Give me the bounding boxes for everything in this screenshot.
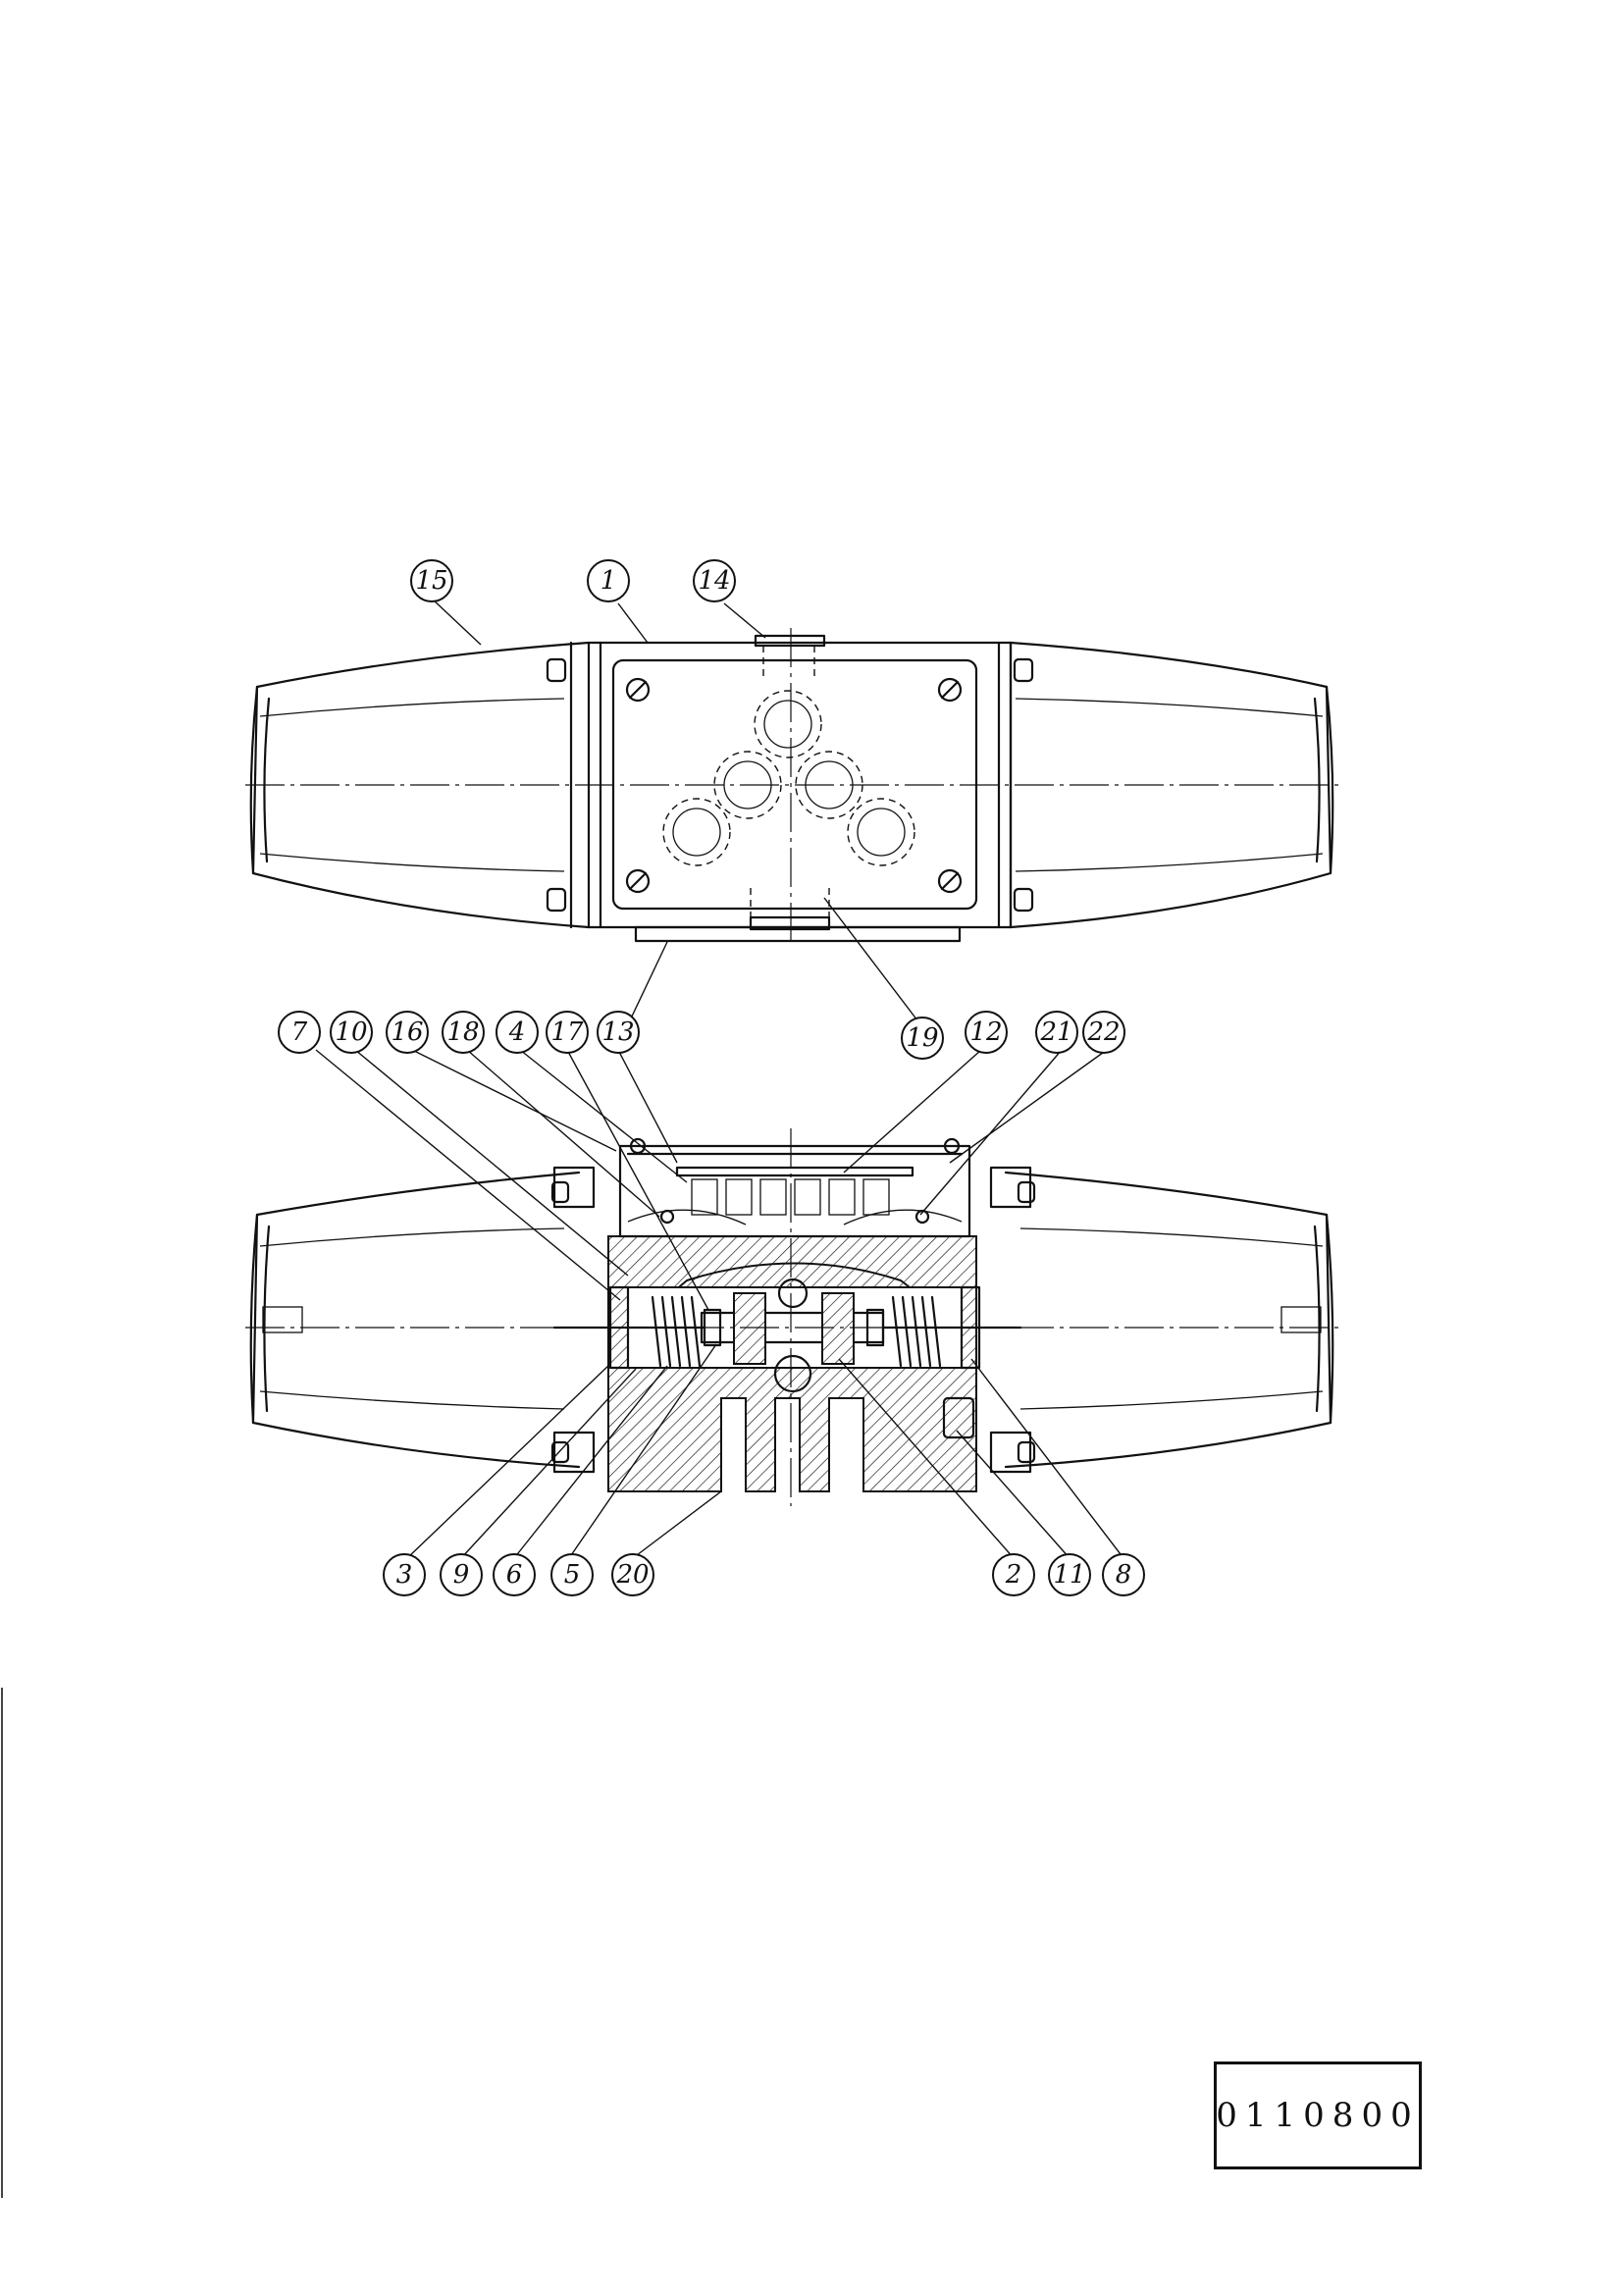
top-view — [245, 628, 1339, 947]
svg-text:15: 15 — [415, 566, 447, 596]
svg-text:9: 9 — [453, 1560, 470, 1590]
balloon-11: 11 — [1048, 1553, 1091, 1596]
plug-section — [942, 1396, 975, 1439]
cover-plate-section — [618, 1137, 971, 1238]
svg-text:19: 19 — [906, 1023, 938, 1053]
balloon-6: 6 — [493, 1553, 536, 1596]
balloon-15: 15 — [410, 559, 453, 602]
svg-text:11: 11 — [1053, 1560, 1085, 1590]
balloon-14: 14 — [693, 559, 736, 602]
balloon-1: 1 — [587, 559, 630, 602]
balloon-22: 22 — [1082, 1011, 1125, 1054]
ports-top — [662, 646, 915, 922]
svg-text:22: 22 — [1086, 1018, 1120, 1047]
mounting-screws-top — [625, 677, 963, 894]
svg-text:14: 14 — [698, 566, 730, 596]
balloon-5: 5 — [550, 1553, 594, 1596]
drawing-number-box: 0110800 — [1214, 2061, 1422, 2169]
leader-lines — [315, 598, 1124, 1559]
balloon-20: 20 — [611, 1553, 654, 1596]
svg-text:13: 13 — [601, 1018, 634, 1047]
balloon-7: 7 — [278, 1011, 321, 1054]
left-solenoid-housing-section — [249, 1166, 596, 1474]
svg-text:17: 17 — [550, 1018, 584, 1047]
svg-text:8: 8 — [1116, 1560, 1132, 1590]
balloon-21: 21 — [1035, 1011, 1078, 1054]
balloon-13: 13 — [597, 1011, 640, 1054]
svg-text:12: 12 — [969, 1018, 1002, 1047]
balloon-4: 4 — [496, 1011, 539, 1054]
balloon-9: 9 — [440, 1553, 483, 1596]
balloon-8: 8 — [1102, 1553, 1145, 1596]
balloon-19: 19 — [901, 1017, 944, 1060]
balloon-3: 3 — [383, 1553, 426, 1596]
svg-text:16: 16 — [391, 1018, 423, 1047]
svg-text:10: 10 — [335, 1018, 367, 1047]
svg-text:5: 5 — [564, 1560, 581, 1590]
balloon-12: 12 — [965, 1011, 1008, 1054]
drawing-number: 0110800 — [1216, 2096, 1420, 2135]
svg-text:18: 18 — [446, 1018, 479, 1047]
svg-text:3: 3 — [396, 1560, 413, 1590]
svg-text:2: 2 — [1005, 1560, 1022, 1590]
balloon-16: 16 — [386, 1011, 429, 1054]
balloon-17: 17 — [546, 1011, 589, 1054]
left-solenoid-housing-top — [249, 641, 591, 929]
valve-body-top — [587, 634, 1013, 943]
svg-text:7: 7 — [291, 1018, 308, 1047]
svg-text:6: 6 — [506, 1560, 523, 1590]
balloon-18: 18 — [442, 1011, 485, 1054]
svg-text:21: 21 — [1039, 1018, 1072, 1047]
svg-text:4: 4 — [508, 1018, 526, 1047]
right-solenoid-housing-section — [989, 1166, 1334, 1474]
balloon-10: 10 — [330, 1011, 373, 1054]
section-view — [245, 1128, 1339, 1506]
svg-text:1: 1 — [601, 566, 617, 596]
balloon-2: 2 — [992, 1553, 1035, 1596]
springs-section — [651, 1295, 942, 1368]
svg-text:20: 20 — [615, 1560, 649, 1590]
